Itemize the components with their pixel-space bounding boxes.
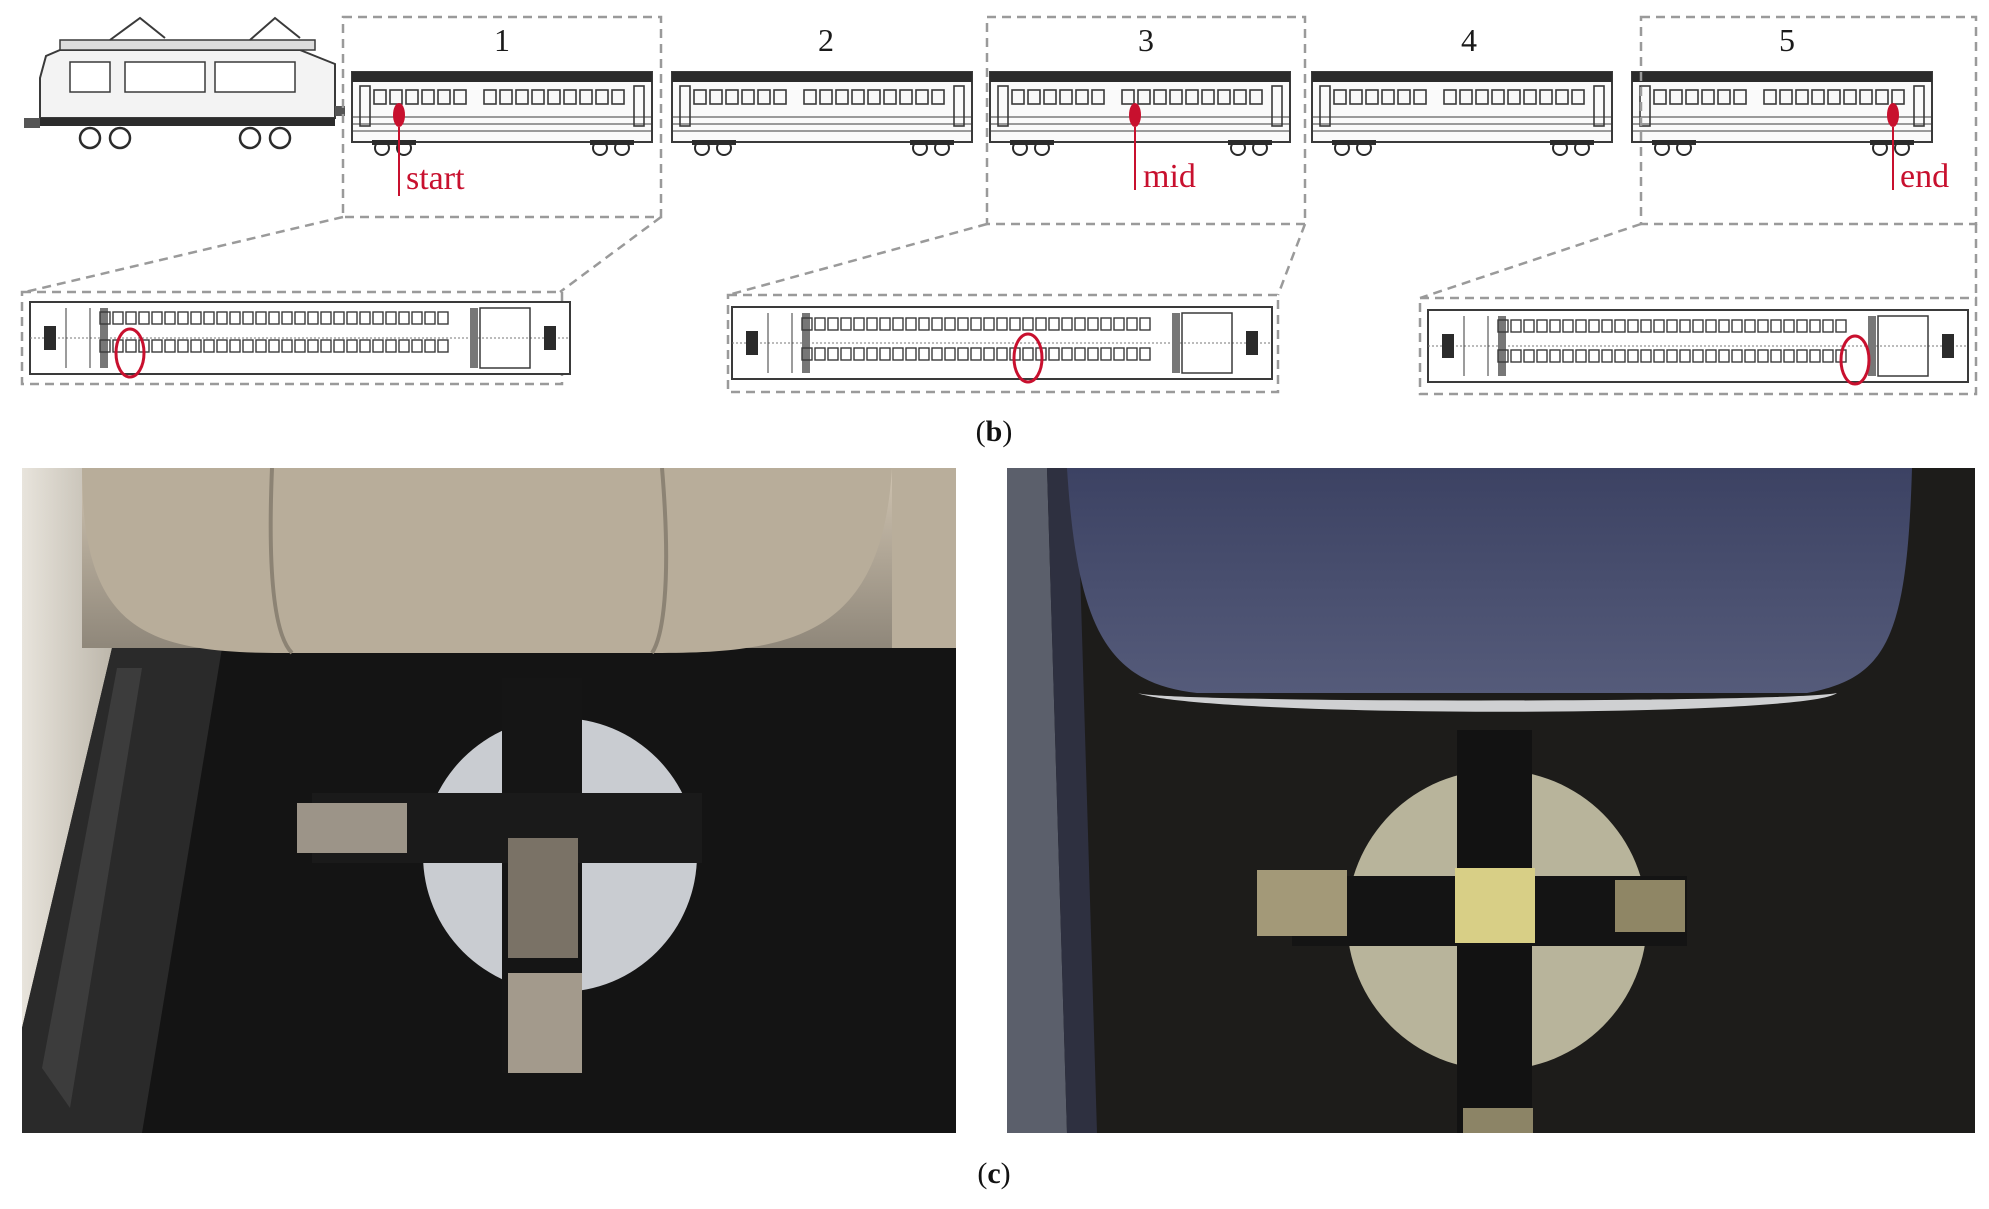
floorplan-wagon-5 <box>1427 309 1969 383</box>
wagon-number-1: 1 <box>494 22 510 58</box>
floorplan-frame-3 <box>726 293 1280 394</box>
photo-right-seat-floor <box>1007 468 1975 1133</box>
highlight-box-wagon-3 <box>985 15 1307 226</box>
caption-b: (b) <box>975 415 1013 448</box>
label-mid: mid <box>1143 158 1196 195</box>
label-start: start <box>406 160 465 197</box>
seat-circle-mid <box>1012 332 1044 384</box>
highlight-box-wagon-5 <box>1639 15 1978 226</box>
wagon-number-4: 4 <box>1461 22 1477 58</box>
seat-circle-start <box>114 327 146 379</box>
floorplan-frame-5 <box>1418 296 1978 396</box>
carriage-2 <box>671 71 973 156</box>
label-end: end <box>1900 158 1950 195</box>
wagon-number-5: 5 <box>1779 22 1795 58</box>
train-diagram-svg <box>20 15 1978 396</box>
carriage-4 <box>1311 71 1613 156</box>
marker-dot-mid <box>1129 103 1141 127</box>
floorplan-wagon-3 <box>731 306 1273 380</box>
photo-left-seat-floor <box>22 468 956 1133</box>
wagon-number-2: 2 <box>818 22 834 58</box>
marker-dot-end <box>1887 103 1899 127</box>
locomotive-drawing <box>24 16 345 150</box>
train-diagram: 1 2 3 4 5 start mid end <box>0 0 1989 440</box>
wagon-number-3: 3 <box>1138 22 1154 58</box>
highlight-box-wagon-1 <box>341 15 663 219</box>
floorplan-wagon-1 <box>29 301 571 375</box>
seat-circle-end <box>1839 334 1871 386</box>
carriage-5 <box>1631 71 1933 156</box>
caption-c: (c) <box>977 1157 1011 1190</box>
marker-dot-start <box>393 103 405 127</box>
